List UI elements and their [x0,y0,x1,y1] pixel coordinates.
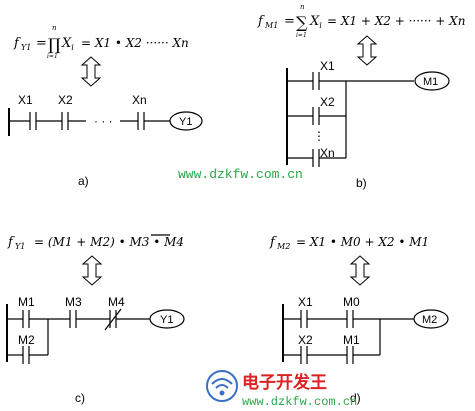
panel-c: f Y1 = (M1 + M2) • M3 • M4 Y1 M1 M3 M4 M… [6,234,185,405]
equation-a-prod-top: n [52,24,57,32]
double-arrow-icon [356,35,378,66]
equation-a-prod-bottom: i=1 [47,53,58,60]
contact-c-label-3: M4 [108,295,125,309]
contact-d-label-4: M1 [343,333,360,347]
equation-d-lhs-sub: M2 [276,242,290,251]
contact-d-label-2: M0 [343,295,360,309]
panel-a: f Y1 = n ∏ i=1 Xi = X1 • X2 ······ Xn · … [8,24,203,188]
equation-c-lhs-sub: Y1 [15,242,25,251]
caption-c: c) [75,391,85,405]
equation-c-lhs: f [7,235,15,250]
panel-b: f M1 = n ∑ i=1 Xi = X1 + X2 + ······ + X… [257,3,465,190]
coil-a-label: Y1 [179,116,192,128]
double-arrow-icon [349,255,371,286]
contact-d-label-1: X1 [298,295,313,309]
contact-b-label-3: Xn [320,146,335,160]
contact-a-label-1: X1 [18,93,33,107]
svg-text:Xi: Xi [309,14,322,30]
contact-c-label-1: M1 [18,295,35,309]
equation-a-lhs-sub: Y1 [21,43,31,52]
wifi-logo-icon [206,370,238,402]
double-arrow-icon [81,255,103,286]
watermark-url-bottom: www.dzkfw.com.cn [242,395,357,409]
caption-a: a) [78,174,89,188]
contact-c-label-2: M3 [65,295,82,309]
watermark-cn: 电子开发王 [242,372,327,393]
coil-y1 [169,111,203,131]
double-arrow-icon [80,56,102,87]
coil-m2 [413,309,449,329]
coil-y1 [149,309,185,329]
ellipsis: · · · [94,114,113,128]
svg-text:=: = [36,36,47,51]
watermark-logo: 电子开发王 www.dzkfw.com.cn [206,370,357,409]
equation-d-rhs: = X1 • M0 + X2 • M1 [296,235,429,249]
vertical-ellipsis: ⋮ [313,129,325,143]
coil-c-label: Y1 [160,314,173,326]
coil-m1 [414,71,450,91]
coil-d-label: M2 [422,314,437,326]
equation-b-sum-top: n [300,3,305,11]
svg-text:=: = [284,14,295,29]
equation-b-rhs: = X1 + X2 + ······ + Xn [327,14,465,28]
contact-b-label-1: X1 [320,59,335,73]
contact-a-label-2: X2 [58,93,73,107]
sum-symbol: ∑ [296,13,308,32]
coil-b-label: M1 [423,76,438,88]
equation-a-lhs: f [13,36,21,51]
equation-a-rhs: = X1 • X2 ······ Xn [81,36,189,50]
equation-b-lhs-sub: M1 [264,21,278,30]
equation-d-lhs: f [269,235,277,250]
equation-b-sum-bottom: i=1 [296,32,307,39]
svg-text:Xi: Xi [61,36,74,52]
caption-b: b) [356,176,367,190]
equation-c-rhs: = (M1 + M2) • M3 • M4 [34,235,184,249]
product-symbol: ∏ [48,35,61,54]
caption-d: d) [350,391,361,405]
equation-b-lhs: f [257,14,265,29]
contact-a-label-3: Xn [132,93,147,107]
contact-b-label-2: X2 [320,95,335,109]
contact-c-label-4: M2 [18,333,35,347]
watermark-url-top: www.dzkfw.com.cn [178,167,303,182]
contact-d-label-3: X2 [298,333,313,347]
panel-d: f M2 = X1 • M0 + X2 • M1 M2 X1 M0 X2 M1 … [269,235,449,405]
